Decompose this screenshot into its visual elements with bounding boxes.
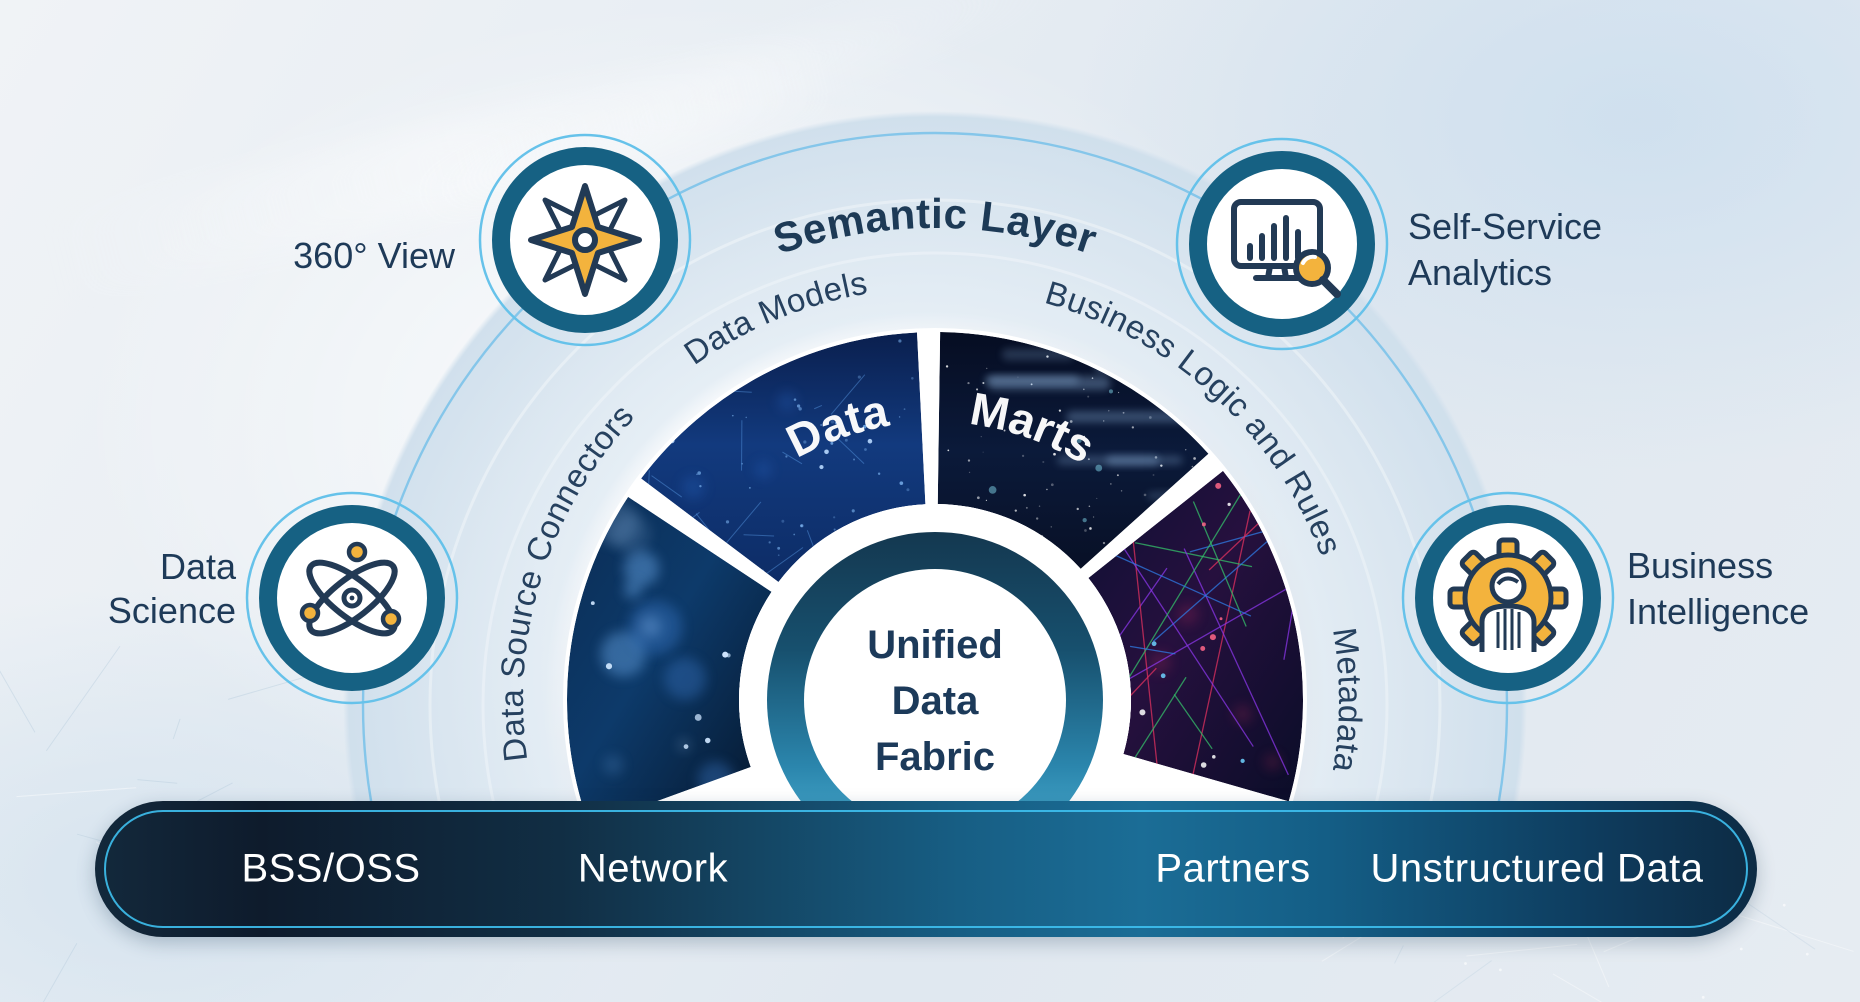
gear-person-icon (1447, 537, 1569, 652)
arc-label-semantic-layer: Semantic Layer (768, 190, 1103, 263)
bar-item-partners: Partners (1155, 846, 1311, 891)
label-360-view: 360° View (293, 235, 455, 276)
background-streak (390, 0, 1070, 238)
data-sources-bar: BSS/OSS Network Partners Unstructured Da… (95, 801, 1757, 937)
arc-label-data-models: Data Models (677, 264, 870, 372)
wheel-word-marts: Marts (966, 382, 1103, 473)
wheel-segment-marts (937, 332, 1209, 569)
atom-icon (299, 541, 402, 637)
arc-label-metadata: Metadata (1326, 625, 1369, 775)
wheel-segment-bokeh (567, 496, 772, 804)
compass-rose-icon (528, 183, 642, 297)
hub-title: Unified Data Fabric (867, 623, 1003, 779)
bar-item-bss-oss: BSS/OSS (241, 846, 421, 891)
svg-text:Fabric: Fabric (875, 735, 995, 779)
wheel-segment-network (1088, 470, 1303, 802)
arc-label-data-source-connectors: Data Source Connectors (493, 397, 641, 764)
label-self-service-analytics: Self-Service Analytics (1408, 206, 1603, 293)
node-data-science (245, 491, 459, 705)
hub-disc (804, 569, 1066, 804)
node-360-view (478, 133, 692, 347)
monitor-chart-magnifier-icon (1231, 199, 1341, 298)
node-business-intelligence (1401, 491, 1615, 705)
label-data-science: Data Science (107, 546, 236, 631)
wheel-segment-data (641, 332, 926, 583)
label-business-intelligence: Business Intelligence (1627, 545, 1810, 632)
bar-inner-border (104, 810, 1748, 928)
node-self-service-analytics (1175, 137, 1389, 351)
bar-item-unstructured-data: Unstructured Data (1370, 846, 1704, 891)
svg-text:Unified: Unified (867, 623, 1003, 667)
bar-item-network: Network (577, 846, 729, 891)
svg-text:Data: Data (892, 679, 979, 723)
wheel-word-data: Data (778, 384, 893, 467)
arc-label-business-logic: Business Logic and Rules (1041, 274, 1349, 560)
